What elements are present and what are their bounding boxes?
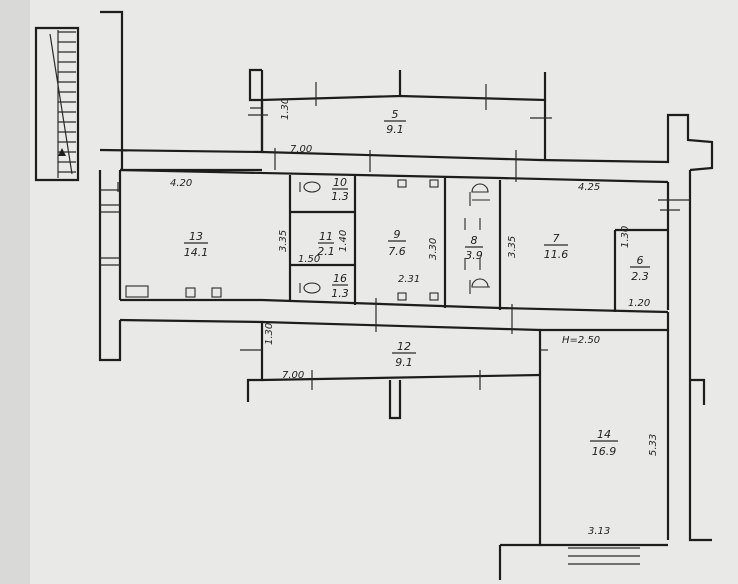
svg-text:8: 8 bbox=[471, 234, 478, 247]
svg-text:7.6: 7.6 bbox=[388, 245, 406, 258]
dim-right-top: 4.25 bbox=[578, 182, 600, 193]
room-5: 5 9.1 bbox=[384, 108, 406, 136]
svg-text:9.1: 9.1 bbox=[386, 123, 404, 136]
svg-text:2.3: 2.3 bbox=[631, 270, 649, 283]
svg-text:7: 7 bbox=[553, 232, 560, 245]
arrow-icon bbox=[58, 148, 66, 156]
room-10: 10 1.3 bbox=[331, 176, 349, 203]
svg-text:1.3: 1.3 bbox=[331, 190, 349, 203]
dim-corridor-top: 7.00 bbox=[290, 144, 312, 155]
svg-text:2.1: 2.1 bbox=[317, 245, 335, 258]
svg-text:11: 11 bbox=[319, 230, 333, 243]
svg-text:6: 6 bbox=[637, 254, 644, 267]
svg-text:11.6: 11.6 bbox=[544, 248, 569, 261]
sink-icon bbox=[397, 179, 407, 188]
sink-icon bbox=[185, 287, 196, 298]
room-6: 6 2.3 bbox=[630, 254, 650, 283]
room-9: 9 7.6 bbox=[388, 228, 406, 258]
dim-room12-w: 7.00 bbox=[282, 370, 304, 381]
sink-icon bbox=[429, 292, 439, 301]
urinal-icon bbox=[469, 183, 490, 206]
wall-ticks bbox=[100, 82, 690, 390]
svg-text:1.3: 1.3 bbox=[331, 287, 349, 300]
dim-room14-w: 3.13 bbox=[588, 526, 610, 537]
svg-text:14.1: 14.1 bbox=[184, 246, 209, 259]
svg-text:16: 16 bbox=[333, 272, 347, 285]
dim-room6-w: 1.20 bbox=[628, 298, 650, 309]
outer-walls bbox=[98, 68, 714, 580]
svg-text:12: 12 bbox=[397, 340, 411, 353]
svg-text:14: 14 bbox=[597, 428, 611, 441]
sink-icon bbox=[397, 292, 407, 301]
toilet-icon bbox=[303, 282, 321, 294]
dim-room7-h: 3.35 bbox=[507, 236, 518, 258]
svg-text:16.9: 16.9 bbox=[592, 445, 617, 458]
fixtures bbox=[125, 179, 490, 301]
svg-text:3.9: 3.9 bbox=[465, 249, 483, 262]
room-12: 12 9.1 bbox=[392, 340, 416, 369]
svg-text:5: 5 bbox=[392, 108, 399, 121]
toilet-icon bbox=[303, 181, 321, 193]
sink-icon bbox=[211, 287, 222, 298]
dim-room13-h: 3.35 bbox=[278, 230, 289, 252]
svg-text:10: 10 bbox=[333, 176, 347, 189]
dim-room14-h: 5.33 bbox=[648, 434, 659, 456]
svg-text:13: 13 bbox=[189, 230, 203, 243]
dim-room11-w: 1.40 bbox=[338, 230, 349, 252]
dim-room5-h: 1.30 bbox=[280, 98, 291, 120]
dim-room9-w: 2.31 bbox=[398, 274, 420, 285]
dim-top-left: 4.20 bbox=[170, 178, 192, 189]
dim-room9-v: 3.30 bbox=[428, 238, 439, 260]
paper-edge-shadow bbox=[0, 0, 30, 584]
room-labels: 5 9.1 13 14.1 10 1.3 11 2.1 16 1.3 9 7.6 bbox=[184, 108, 650, 458]
urinal-icon bbox=[469, 278, 490, 294]
dim-room12-h: 1.30 bbox=[264, 323, 275, 345]
partitions bbox=[288, 175, 668, 312]
dim-room12-top: 1.50 bbox=[298, 254, 320, 265]
room-11: 11 2.1 bbox=[317, 230, 335, 258]
room-8: 8 3.9 bbox=[465, 234, 483, 262]
svg-text:9.1: 9.1 bbox=[395, 356, 413, 369]
sink-icon bbox=[429, 179, 439, 188]
dimension-labels: 4.20 7.00 4.25 1.30 3.35 3.35 3.30 2.31 … bbox=[170, 98, 659, 537]
room-14: 14 16.9 bbox=[590, 428, 618, 458]
stove-icon bbox=[125, 285, 149, 298]
room-7: 7 11.6 bbox=[544, 232, 569, 261]
room-16: 16 1.3 bbox=[331, 272, 349, 300]
dim-height: H=2.50 bbox=[562, 335, 600, 346]
staircase bbox=[34, 10, 124, 182]
dim-room6-h: 1.30 bbox=[620, 226, 631, 248]
svg-text:9: 9 bbox=[394, 228, 401, 241]
room-13: 13 14.1 bbox=[184, 230, 209, 259]
